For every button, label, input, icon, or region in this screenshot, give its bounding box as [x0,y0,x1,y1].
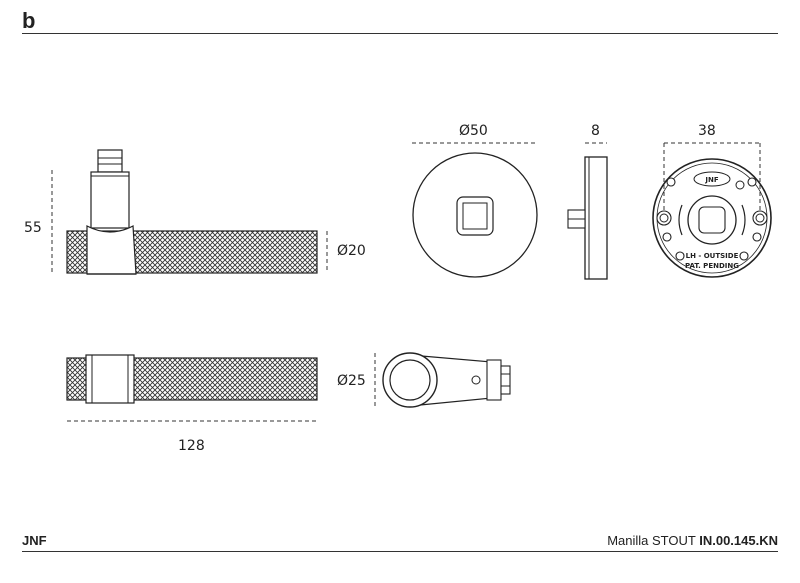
footer-product: Manilla STOUT IN.00.145.KN [607,533,778,548]
rose-back-text-2: PAT. PENDING [685,262,739,270]
lever-front-view [66,149,318,275]
brand-logo: b [22,8,36,33]
dim-lever-length-label: 128 [178,438,205,454]
dim-rose-dia-label: Ø50 [459,123,488,139]
dim-height-label: 55 [24,220,42,236]
dimension-hole-spacing [663,142,761,211]
dim-lever-dia-label: Ø20 [337,243,366,259]
footer-brand: JNF [22,533,47,548]
rose-front-view [412,152,538,278]
product-name: Manilla STOUT [607,533,696,548]
rose-back-view [652,158,772,278]
dim-hole-spacing-label: 38 [698,123,716,139]
rose-back-text-1: LH - OUTSIDE [686,252,739,260]
lever-side-view [66,354,318,404]
rose-side-view [567,156,608,280]
dim-collar-dia-label: Ø25 [337,373,366,389]
header-divider [22,33,778,34]
dim-rose-thickness-label: 8 [591,123,600,139]
product-code: IN.00.145.KN [699,533,778,548]
collar-end-view [382,352,511,408]
footer-divider [22,551,778,552]
rose-back-logo: JNF [704,176,718,184]
